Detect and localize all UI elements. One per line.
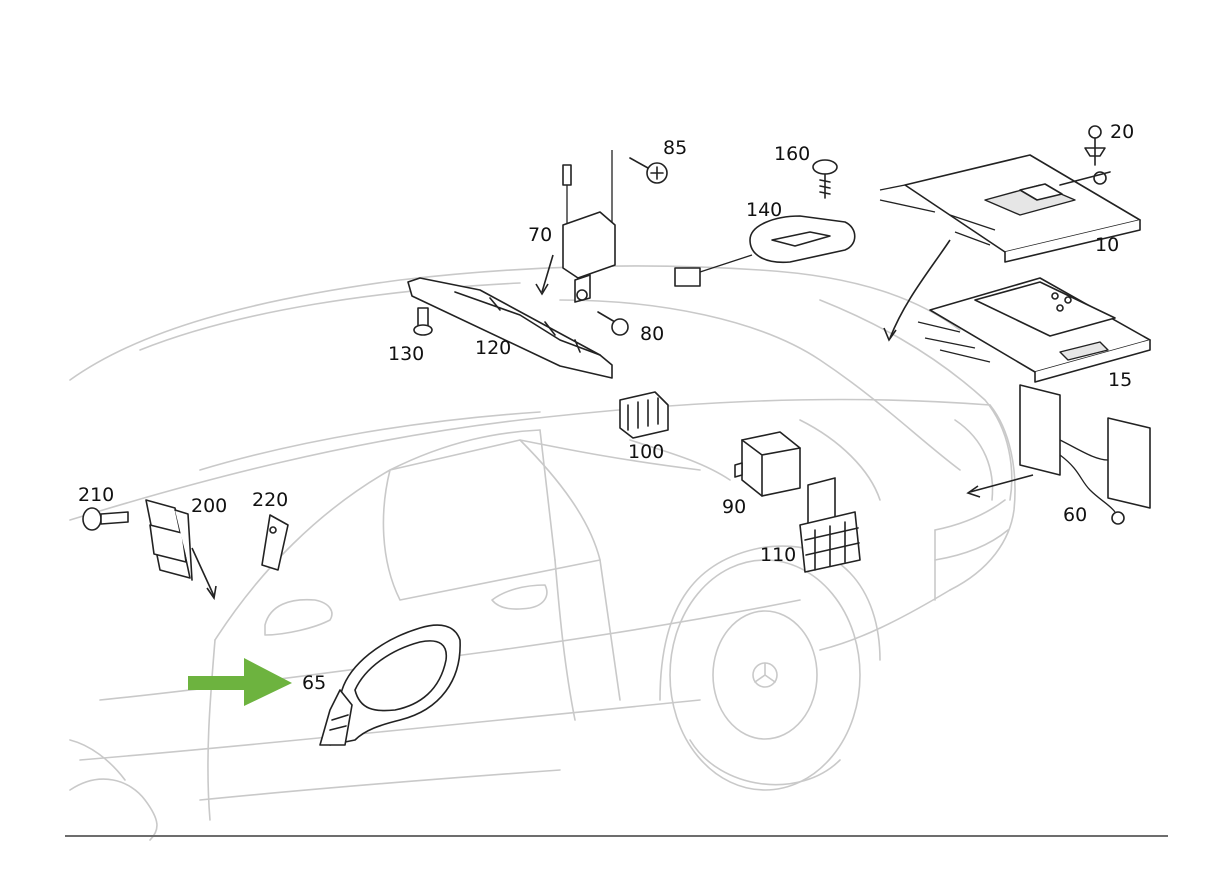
callout-90: 90 (722, 496, 746, 518)
callout-65: 65 (302, 672, 326, 694)
callout-80: 80 (640, 323, 664, 345)
callout-60: 60 (1063, 504, 1087, 526)
part-10-control-module (879, 154, 1141, 263)
part-120-bracket (407, 277, 613, 379)
callout-210: 210 (78, 484, 114, 506)
car-outline (69, 265, 1016, 841)
callout-labels: 20 10 15 60 85 160 140 70 80 120 130 100… (78, 121, 1134, 694)
part-70-sensor-module (562, 150, 616, 303)
callout-10: 10 (1095, 234, 1119, 256)
callout-15: 15 (1108, 369, 1132, 391)
part-85-screw (629, 157, 668, 184)
callout-100: 100 (628, 441, 664, 463)
highlight-arrow (188, 658, 292, 706)
part-210-bolt (82, 507, 129, 531)
callout-130: 130 (388, 343, 424, 365)
callout-220: 220 (252, 489, 288, 511)
part-160-screw (812, 159, 838, 199)
part-65-door-frame (319, 624, 461, 746)
part-220-bracket (261, 514, 289, 571)
leader-arrows (191, 239, 1034, 601)
callout-110: 110 (760, 544, 796, 566)
callout-85: 85 (663, 137, 687, 159)
callout-160: 160 (774, 143, 810, 165)
part-140-amplifier (674, 215, 856, 287)
part-130-screw (413, 307, 433, 336)
part-110-relay-stack (799, 477, 861, 573)
callout-70: 70 (528, 224, 552, 246)
part-90-switch (734, 431, 801, 497)
part-80-screw (597, 311, 629, 336)
callout-140: 140 (746, 199, 782, 221)
part-200-module (145, 499, 193, 581)
callout-120: 120 (475, 337, 511, 359)
callout-20: 20 (1110, 121, 1134, 143)
part-60-harness (1019, 384, 1151, 525)
part-20-screw (1084, 125, 1106, 166)
callout-200: 200 (191, 495, 227, 517)
part-15-control-unit (917, 277, 1151, 383)
part-100-relay (619, 391, 669, 439)
